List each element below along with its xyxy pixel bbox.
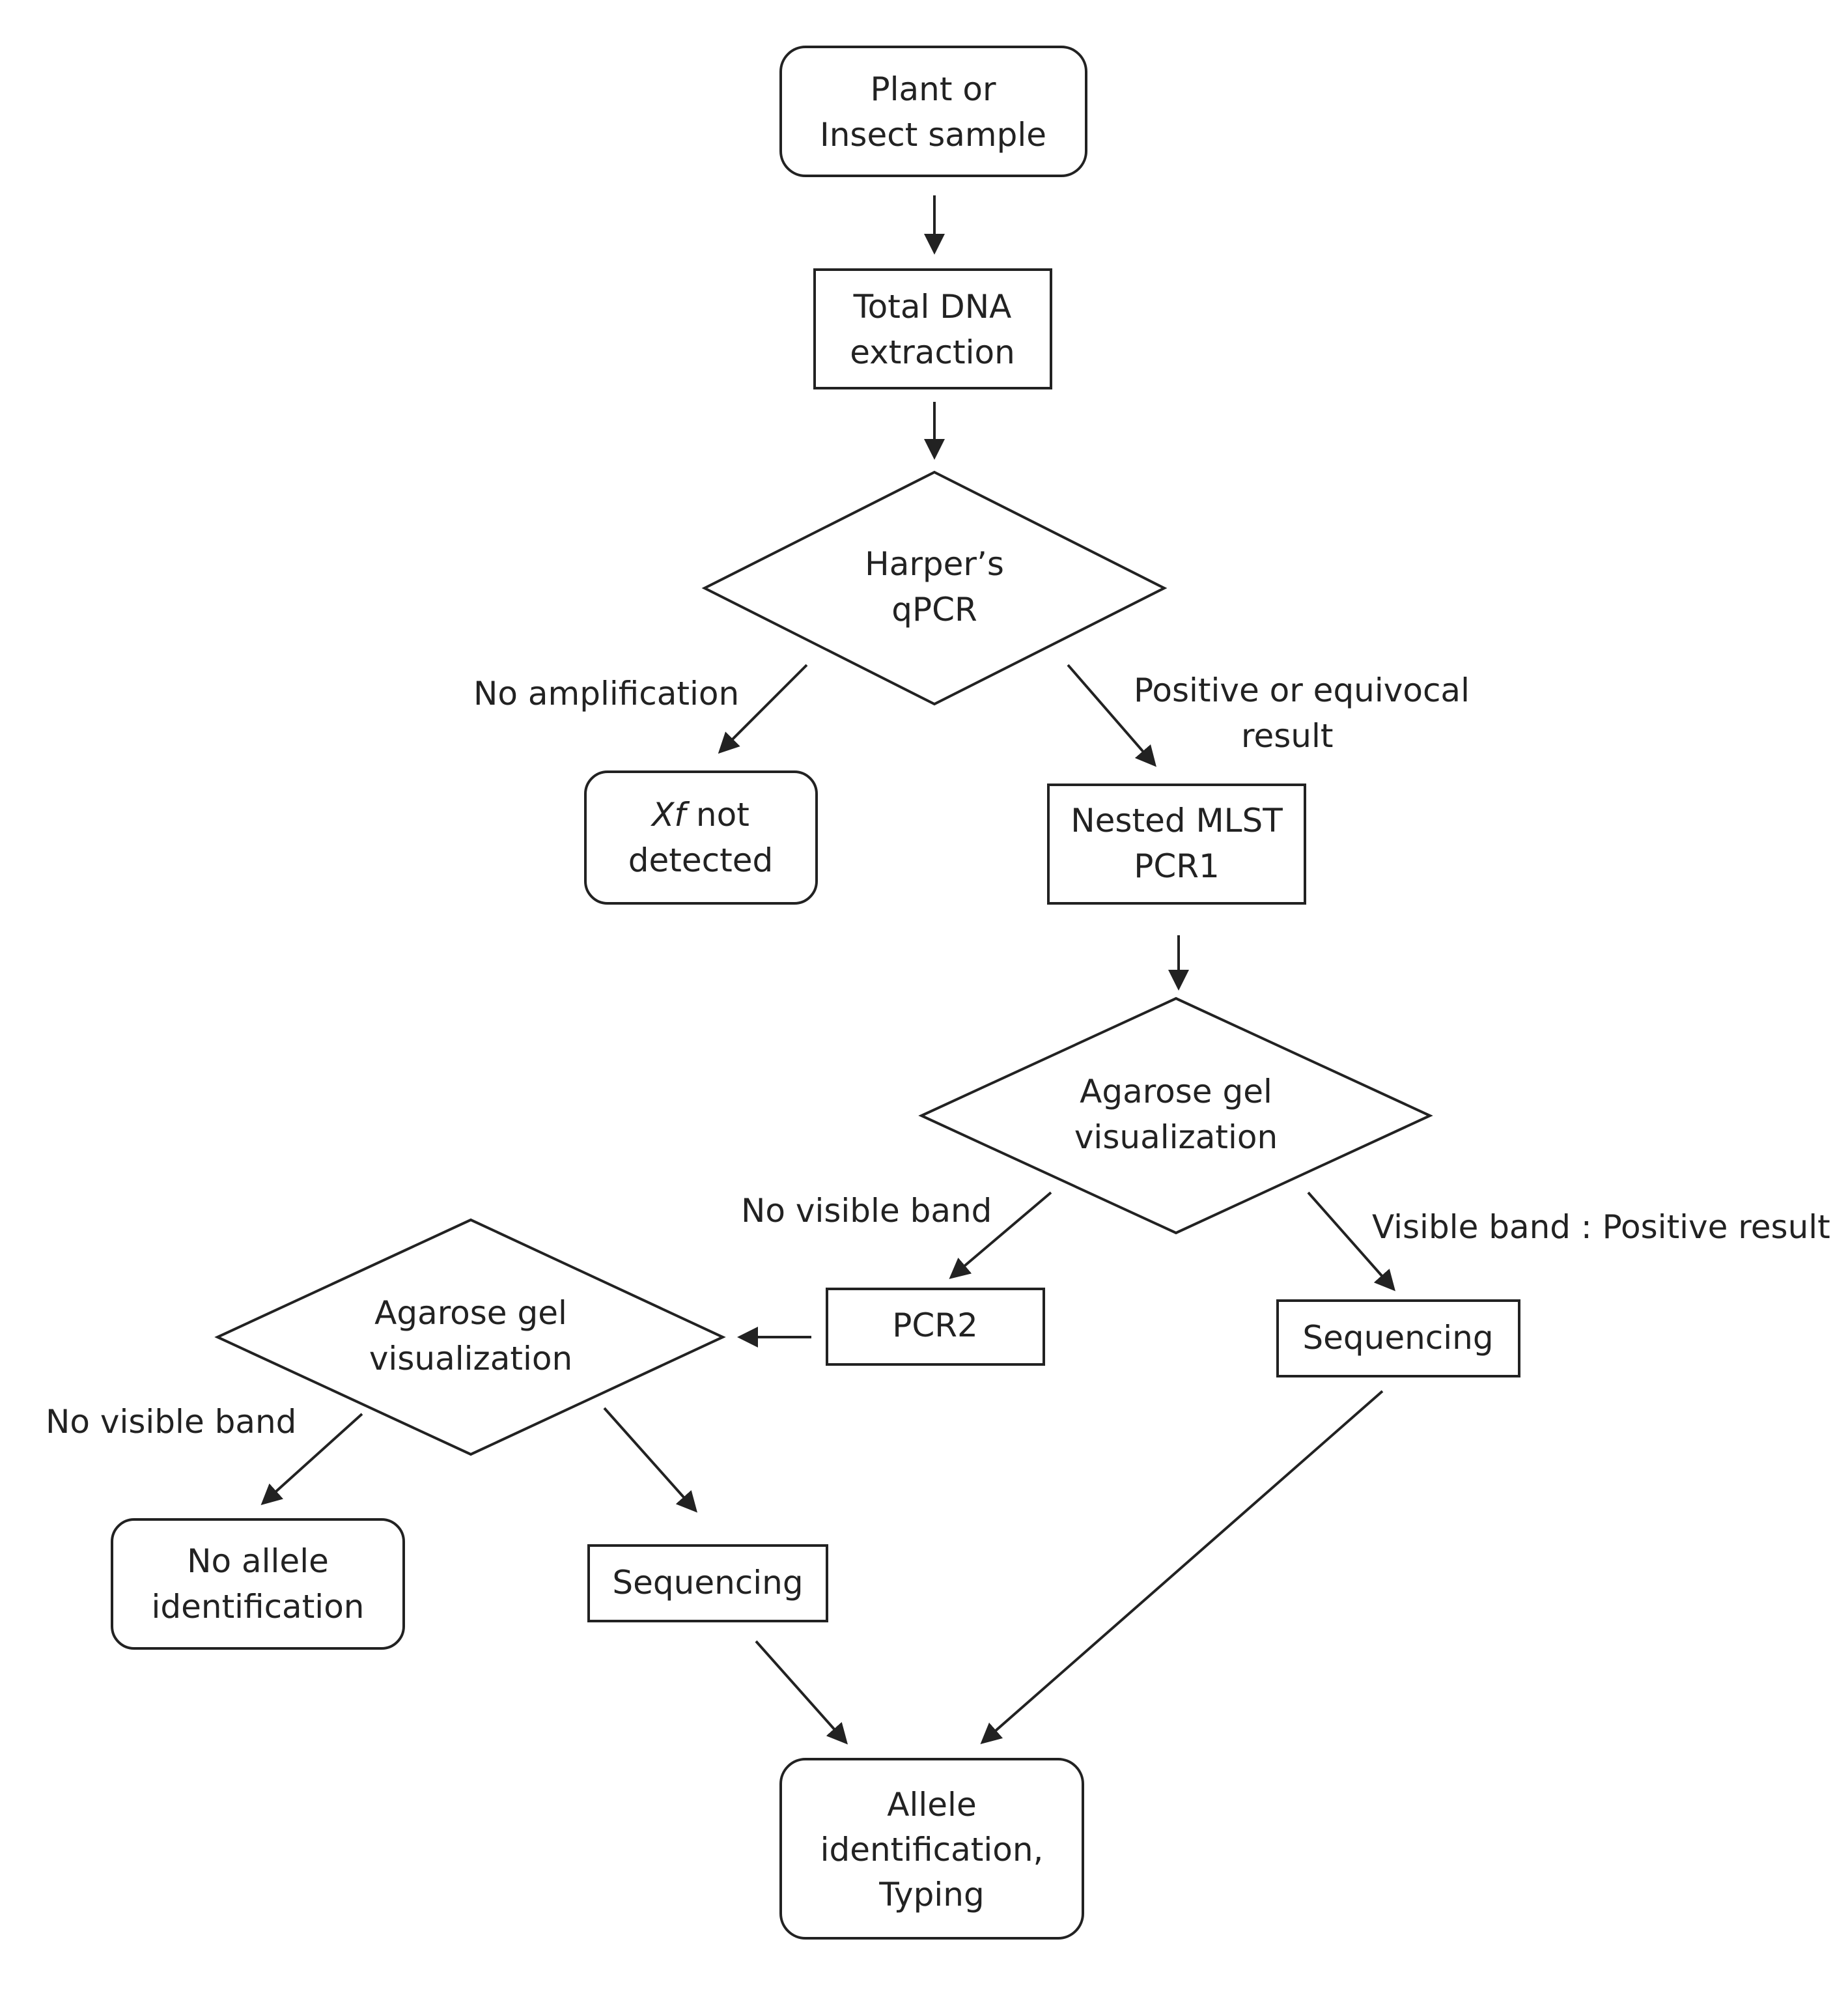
node-not-detected-line2: detected xyxy=(628,841,773,879)
label-no-visible-band-1: No visible band xyxy=(741,1192,992,1230)
node-allele-identification-typing: Allele identification, Typing xyxy=(779,1758,1084,1940)
decision-harpers-qpcr: Harper’s qPCR xyxy=(701,470,1168,706)
xf-italic: Xf xyxy=(650,796,690,834)
node-seq1-label: Sequencing xyxy=(1302,1319,1493,1357)
node-extraction-line1: Total DNA xyxy=(853,288,1012,326)
node-nested-mlst-pcr1: Nested MLST PCR1 xyxy=(1047,784,1306,905)
node-pcr1-line1: Nested MLST xyxy=(1071,802,1283,840)
node-no-allele-identification: No allele identification xyxy=(111,1518,405,1650)
decision-gel2-line2: visualization xyxy=(369,1340,572,1377)
node-sample-line2: Insect sample xyxy=(820,116,1046,154)
node-pcr2-label: PCR2 xyxy=(892,1306,978,1344)
arrow-gel2-to-no-allele xyxy=(260,1413,363,1506)
node-xf-not-detected: Xf not detected xyxy=(584,770,818,905)
node-sample-line1: Plant or xyxy=(870,70,996,108)
arrow-sequencing-1-to-allele xyxy=(980,1390,1384,1744)
node-allele-line2: identification, xyxy=(820,1831,1044,1869)
arrow-qpcr-to-not-detected xyxy=(718,664,808,754)
arrow-qpcr-to-pcr1 xyxy=(1067,664,1156,767)
label-positive-equivocal-1: Positive or equivocal xyxy=(1134,671,1470,709)
decision-gel-visualization-1: Agarose gel visualization xyxy=(918,996,1433,1235)
node-no-allele-line1: No allele xyxy=(187,1542,329,1580)
decision-gel1-line1: Agarose gel xyxy=(1080,1073,1272,1110)
label-no-amplification: No amplification xyxy=(473,675,739,713)
decision-qpcr-line1: Harper’s xyxy=(865,545,1004,583)
arrow-gel1-to-sequencing-1 xyxy=(1307,1191,1395,1292)
node-sequencing-2: Sequencing xyxy=(587,1544,828,1622)
label-positive-equivocal-2: result xyxy=(1241,717,1333,755)
node-dna-extraction: Total DNA extraction xyxy=(813,268,1052,389)
node-no-allele-line2: identification xyxy=(152,1588,365,1626)
arrow-gel2-to-sequencing-2 xyxy=(603,1407,697,1513)
node-pcr2: PCR2 xyxy=(826,1288,1045,1366)
decision-gel-visualization-2: Agarose gel visualization xyxy=(214,1218,726,1456)
node-pcr1-line2: PCR1 xyxy=(1134,847,1220,885)
node-seq2-label: Sequencing xyxy=(612,1564,803,1602)
node-sample: Plant or Insect sample xyxy=(779,46,1087,177)
node-sequencing-1: Sequencing xyxy=(1276,1299,1520,1377)
node-allele-line1: Allele xyxy=(887,1786,976,1824)
not-detected-rest: not xyxy=(686,796,749,834)
label-no-visible-band-2: No visible band xyxy=(46,1403,296,1441)
node-allele-line3: Typing xyxy=(878,1876,984,1913)
decision-gel1-line2: visualization xyxy=(1074,1118,1278,1156)
arrow-gel1-to-pcr2 xyxy=(949,1191,1052,1279)
node-extraction-line2: extraction xyxy=(850,333,1015,371)
decision-qpcr-line2: qPCR xyxy=(891,591,977,628)
arrow-sequencing-2-to-allele xyxy=(755,1640,848,1745)
label-visible-band-positive: Visible band : Positive result xyxy=(1372,1208,1830,1246)
node-not-detected-line1: Xf not xyxy=(650,796,749,834)
decision-gel2-line1: Agarose gel xyxy=(374,1294,567,1332)
